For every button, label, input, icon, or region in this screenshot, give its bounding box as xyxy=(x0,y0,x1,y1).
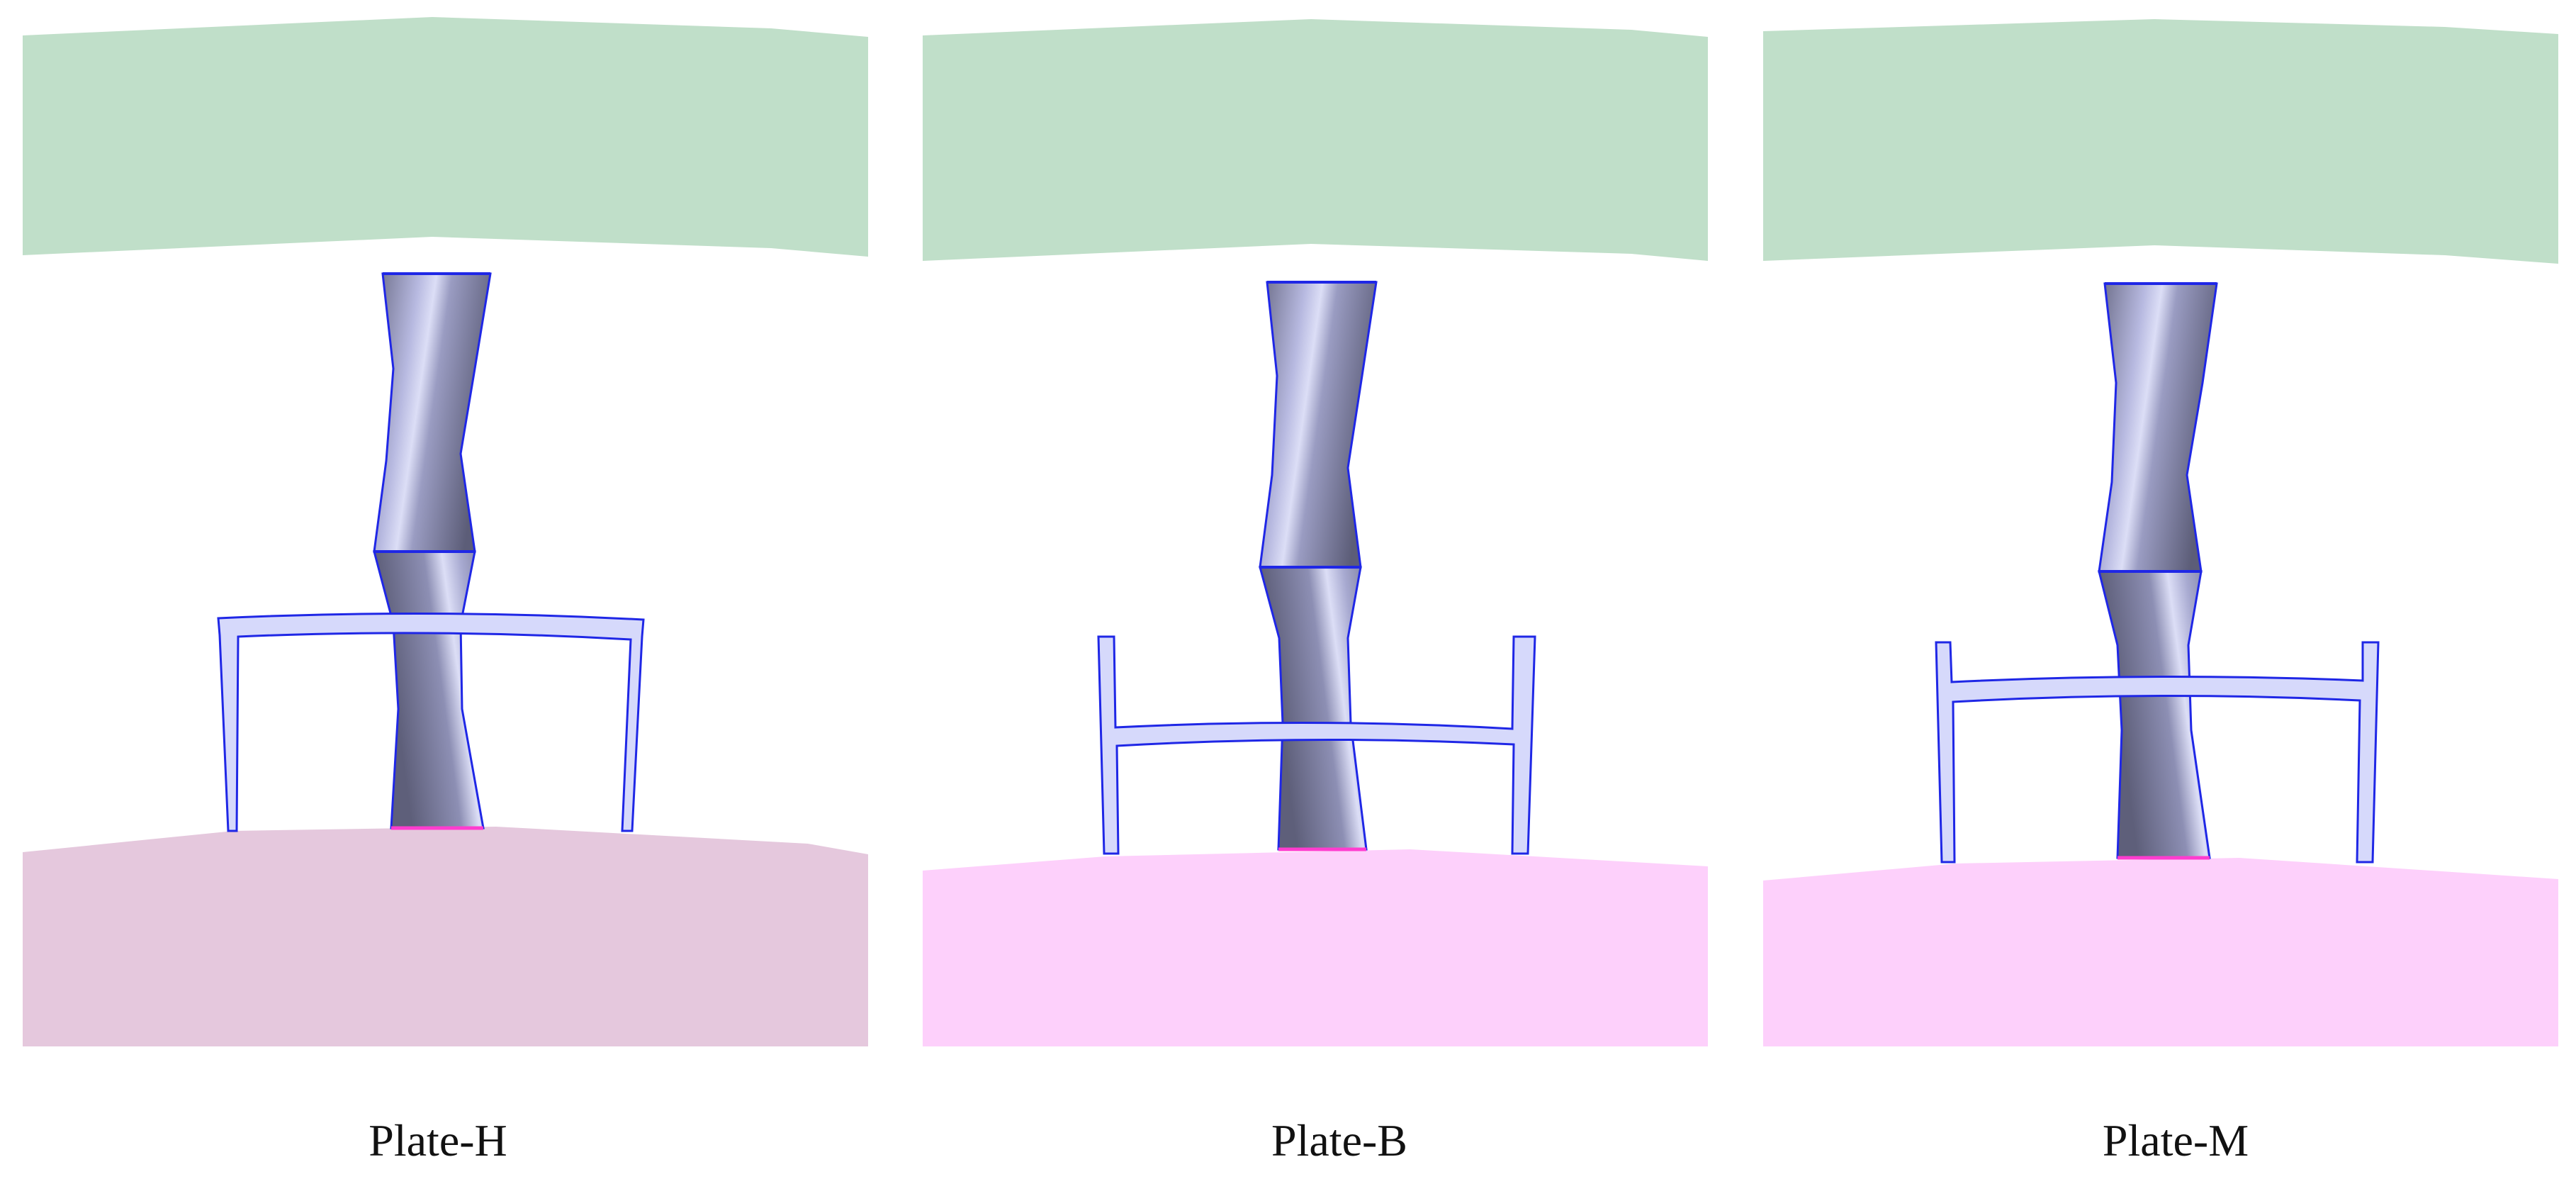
lower-band xyxy=(923,849,1708,1046)
column-lower xyxy=(373,550,485,829)
panel-plate-m xyxy=(1763,19,2558,1046)
lower-band xyxy=(1763,858,2558,1046)
plate-frame xyxy=(1097,635,1536,855)
upper-band xyxy=(23,17,868,257)
caption-plate-m: Plate-M xyxy=(2102,1115,2249,1166)
panel-plate-b xyxy=(923,19,1708,1046)
panel-plate-h xyxy=(23,17,868,1046)
lower-band xyxy=(23,827,868,1046)
column-upper xyxy=(1259,281,1378,569)
upper-band xyxy=(923,19,1708,261)
column-lower xyxy=(2098,570,2211,859)
column-upper xyxy=(2098,282,2218,573)
column-lower xyxy=(1259,566,1368,851)
column-upper xyxy=(373,272,492,553)
upper-band xyxy=(1763,19,2558,264)
caption-plate-b: Plate-B xyxy=(1271,1115,1407,1166)
caption-plate-h: Plate-H xyxy=(369,1115,507,1166)
plate-frame xyxy=(1935,641,2380,864)
plate-frame xyxy=(217,612,645,832)
